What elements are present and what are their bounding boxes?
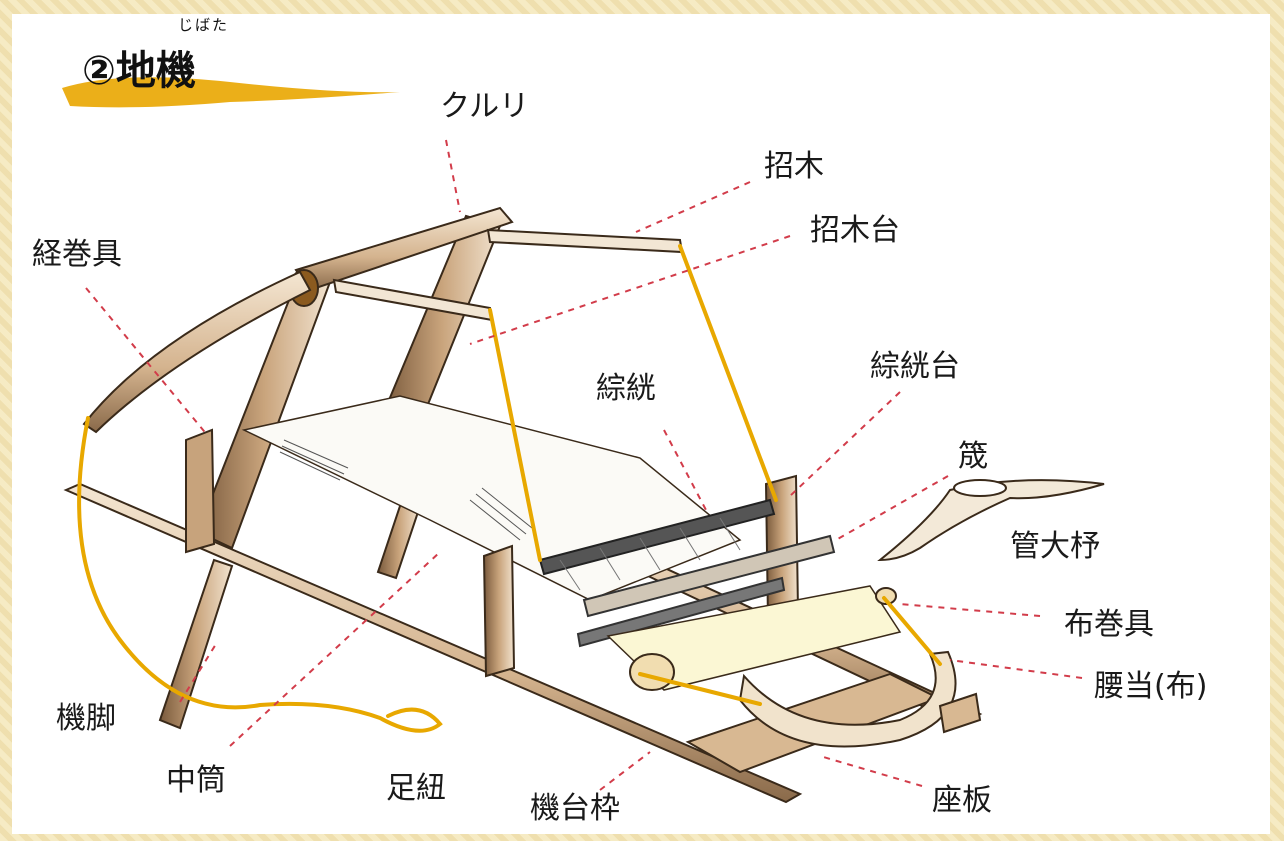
title-ruby: じばた: [178, 16, 230, 34]
leader-lines: [85, 139, 1083, 791]
label-kururi: クルリ: [440, 89, 530, 124]
cloth-beam-end-right: [875, 587, 897, 605]
heddle-frame: [538, 498, 776, 576]
shuttle-hole: [953, 479, 1007, 497]
warp-beam-arm: [82, 270, 312, 434]
warp-threads: [279, 439, 533, 541]
label-hatadaiwaku: 機台枠: [530, 791, 620, 826]
reed: [582, 534, 836, 618]
title-text: 地機: [115, 48, 196, 94]
label-ashigumi: 足紐: [386, 771, 446, 806]
label-hataashi: 機脚: [56, 701, 116, 736]
cords: [77, 244, 942, 733]
label-tatemaki: 経巻具: [32, 237, 122, 272]
loom-leg-front: [158, 558, 234, 730]
label-koshiate: 腰当(布): [1094, 669, 1208, 704]
label-osa: 筬: [958, 439, 988, 474]
label-manekigi: 招木: [764, 149, 824, 184]
diagram-title: ②地機: [82, 38, 196, 96]
title-number: ②: [82, 48, 116, 94]
label-nunomaki: 布巻具: [1064, 607, 1154, 642]
title-brush-stroke: [62, 77, 400, 108]
heddle-lever: [486, 228, 684, 254]
front-post-left: [482, 544, 516, 678]
base-frame-beam: [63, 482, 803, 804]
label-sougen: 綜絖: [596, 371, 656, 406]
label-kudaoohi: 管大杼: [1010, 529, 1100, 564]
diagram-panel: [12, 14, 1270, 834]
side-plate-left: [185, 428, 216, 554]
heddle-strings: [559, 517, 741, 591]
seat-board-block: [938, 692, 982, 734]
back-strap: [738, 650, 957, 748]
reed-base: [576, 576, 786, 648]
label-nakazutsu: 中筒: [166, 763, 226, 798]
label-sougendai: 綜絖台: [870, 349, 960, 384]
label-zaita: 座板: [932, 783, 992, 818]
label-manekigidai: 招木台: [810, 213, 900, 248]
cloth-beam-end-left: [629, 653, 675, 691]
